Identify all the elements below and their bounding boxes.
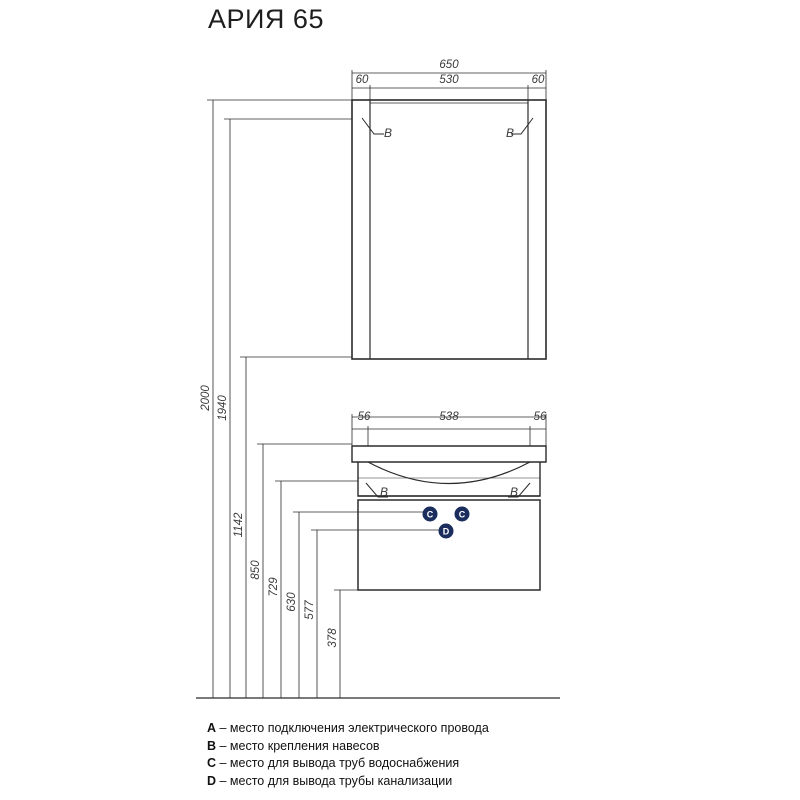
- mirror-hinge-label-left: B: [384, 126, 392, 140]
- vanity-dimension-lines: [351, 414, 547, 446]
- marker-d: D: [438, 523, 454, 539]
- mirror-frame: [351, 99, 547, 360]
- vanity-hinge-label-right: B: [510, 485, 518, 499]
- height-378-label: 378: [327, 628, 339, 648]
- legend-item-a: A – место подключения электрического про…: [207, 721, 489, 735]
- mirror-width-label: 650: [439, 59, 459, 71]
- height-729-label: 729: [268, 577, 280, 597]
- height-850-label: 850: [250, 560, 262, 580]
- vanity-cabinet: [351, 445, 547, 591]
- vanity-left-side-label: 56: [358, 411, 371, 423]
- svg-text:C: C: [459, 510, 466, 520]
- vanity-right-side-label: 56: [534, 411, 547, 423]
- mirror-cabinet: [351, 99, 547, 360]
- height-577-label: 577: [304, 600, 316, 620]
- svg-text:C: C: [427, 510, 434, 520]
- hinge-mark-left: [361, 117, 384, 135]
- vanity-hinge-right: [508, 482, 531, 498]
- legend-item-c: C – место для вывода труб водоснабжения: [207, 756, 460, 770]
- vanity-drawer: [357, 499, 541, 591]
- height-dimension-lines: [196, 99, 560, 699]
- basin-bowl: [367, 461, 531, 485]
- legend: A – место подключения электрического про…: [207, 720, 489, 790]
- vanity-hinge-label-left: B: [380, 485, 388, 499]
- mirror-center-label: 530: [439, 74, 459, 86]
- mirror-dimension-lines: [351, 70, 547, 100]
- marker-c-right: C: [454, 506, 470, 522]
- legend-item-b: B – место крепления навесов: [207, 738, 380, 753]
- svg-text:D: D: [443, 527, 450, 537]
- vanity-center-label: 538: [439, 411, 459, 423]
- height-1940-label: 1940: [217, 395, 229, 421]
- height-1142-label: 1142: [233, 512, 245, 537]
- legend-item-d: D – место для вывода трубы канализации: [207, 773, 453, 788]
- height-2000-label: 2000: [200, 385, 212, 412]
- vanity-hinge-left: [365, 482, 388, 498]
- mirror-left-side-label: 60: [356, 74, 369, 86]
- height-630-label: 630: [286, 592, 298, 612]
- marker-c-left: C: [422, 506, 438, 522]
- mirror-right-side-label: 60: [532, 74, 545, 86]
- page-title: АРИЯ 65: [208, 4, 324, 34]
- hinge-mark-right: [511, 117, 534, 135]
- mirror-hinge-label-right: B: [506, 126, 514, 140]
